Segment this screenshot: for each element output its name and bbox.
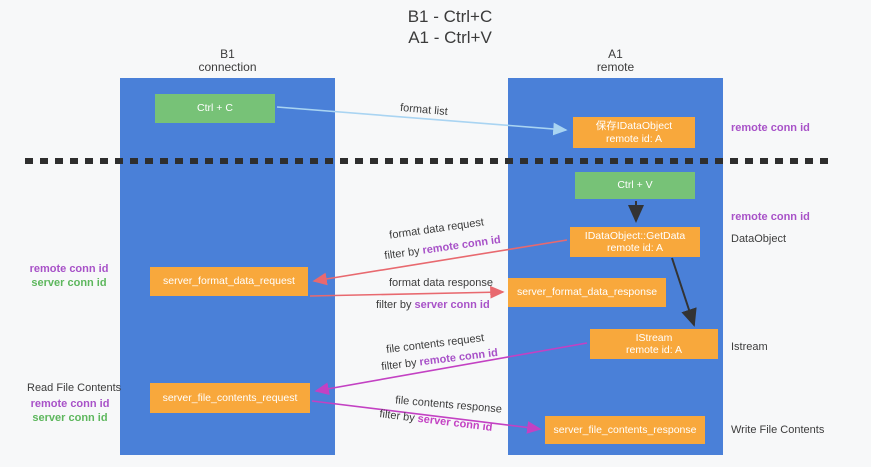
read-file-contents-label: Read File Contents — [27, 382, 122, 394]
file-contents-response-arrow — [311, 400, 542, 434]
right-remote-conn-id-mid-label: remote conn id — [731, 211, 810, 223]
column-b1-subtitle: connection — [198, 60, 257, 74]
diagram-title: B1 - Ctrl+C A1 - Ctrl+V — [330, 6, 570, 48]
left-remote-conn-id-label: remote conn id — [29, 263, 109, 275]
ctrl-v-node: Ctrl + V — [575, 172, 695, 199]
format-data-response-label: format data response — [389, 277, 493, 289]
save-idataobject-node: 保存IDataObject remote id: A — [573, 117, 695, 148]
dataobject-label: DataObject — [731, 233, 787, 245]
title-line-2: A1 - Ctrl+V — [408, 28, 492, 47]
istream-side-label: Istream — [731, 341, 768, 353]
ctrl-v-label: Ctrl + V — [617, 179, 653, 192]
idataobject-getdata-node: IDataObject::GetData remote id: A — [570, 227, 700, 257]
save-idataobject-line2: remote id: A — [605, 132, 663, 145]
server-format-data-response-node: server_format_data_response — [508, 278, 666, 307]
idataobject-getdata-line1: IDataObject::GetData — [584, 229, 686, 242]
getdata-to-istream-arrow — [671, 257, 697, 327]
server-file-contents-request-label: server_file_contents_request — [162, 391, 298, 404]
server-format-data-request-node: server_format_data_request — [150, 267, 308, 296]
copy-paste-separator-line — [25, 158, 833, 164]
column-header-b1: B1 connection — [120, 48, 335, 74]
ctrl-c-node: Ctrl + C — [155, 94, 275, 123]
server-format-data-request-label: server_format_data_request — [163, 275, 295, 288]
column-a1-name: A1 — [608, 47, 623, 61]
column-header-a1: A1 remote — [508, 48, 723, 74]
server-file-contents-request-node: server_file_contents_request — [150, 383, 310, 413]
format-data-response-arrow — [309, 285, 505, 299]
istream-line1: IStream — [635, 331, 673, 344]
filter-by-text: filter by — [376, 299, 412, 311]
left-remote-conn-id-bottom-label: remote conn id — [30, 398, 110, 410]
format-list-arrow — [276, 106, 568, 136]
istream-node: IStream remote id: A — [590, 329, 718, 359]
istream-line2: remote id: A — [625, 344, 683, 356]
right-remote-conn-id-top-label: remote conn id — [731, 122, 810, 134]
left-server-conn-id-bottom-label: server conn id — [32, 412, 108, 424]
save-idataobject-line1: 保存IDataObject — [595, 120, 673, 132]
left-server-conn-id-label: server conn id — [31, 277, 107, 289]
idataobject-getdata-line2: remote id: A — [606, 242, 664, 254]
server-file-contents-response-label: server_file_contents_response — [553, 423, 697, 436]
file-contents-request-arrow — [314, 342, 588, 396]
title-line-1: B1 - Ctrl+C — [407, 7, 493, 26]
server-file-contents-response-node: server_file_contents_response — [545, 416, 705, 444]
column-a1-subtitle: remote — [596, 60, 635, 74]
column-b1-name: B1 — [220, 47, 235, 61]
server-format-data-response-label: server_format_data_response — [516, 286, 658, 299]
write-file-contents-label: Write File Contents — [731, 424, 825, 436]
server-conn-id-text: server conn id — [414, 299, 490, 311]
ctrl-c-label: Ctrl + C — [197, 102, 233, 115]
format-data-request-arrow — [312, 239, 568, 286]
